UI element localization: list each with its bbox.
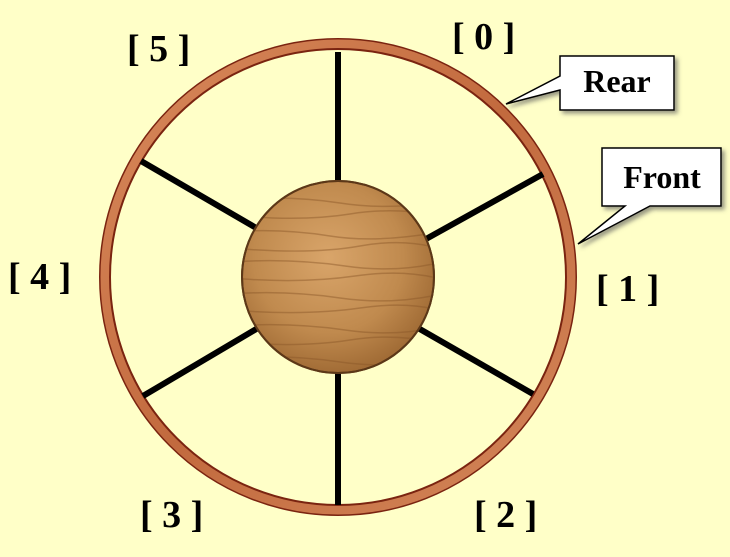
- spoke-upper-left: [139, 158, 260, 232]
- rear-pointer-callout: [505, 55, 675, 111]
- slot-label-3: [ 3 ]: [140, 494, 204, 536]
- slot-label-1: [ 1 ]: [596, 268, 660, 310]
- hub: [241, 180, 435, 374]
- queue-ring: [100, 39, 576, 515]
- spoke-upper-right: [424, 171, 545, 242]
- spoke-lower-left: [141, 325, 260, 399]
- front-pointer-callout: [577, 147, 722, 245]
- queue-ring-outer: [99, 38, 577, 516]
- slot-label-4: [ 4 ]: [8, 256, 72, 298]
- spoke-lower-right: [416, 325, 535, 397]
- rear-pointer-label: Rear: [583, 63, 651, 99]
- slot-label-2: [ 2 ]: [474, 494, 538, 536]
- slot-label-0: [ 0 ]: [452, 16, 516, 58]
- slot-label-5: [ 5 ]: [127, 28, 191, 70]
- spokes: [139, 52, 545, 505]
- front-pointer-label: Front: [623, 159, 701, 195]
